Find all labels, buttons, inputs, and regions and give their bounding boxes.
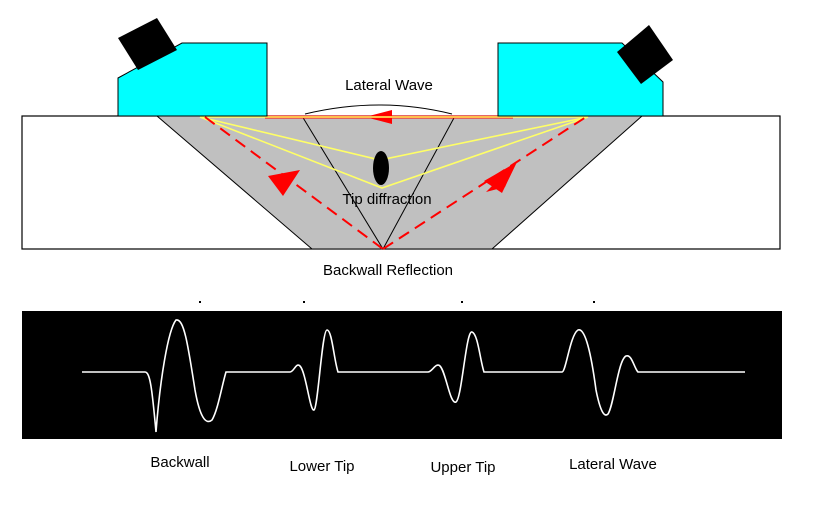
lateral-wave-label: Lateral Wave	[345, 77, 433, 94]
scope-tick-marks	[199, 301, 595, 303]
receiver-crystal	[617, 25, 673, 84]
backwall-rays	[204, 116, 587, 250]
lower-tip-signal-label: Lower Tip	[289, 458, 354, 475]
lateral-wave-arc	[304, 104, 453, 115]
receiver-probe	[497, 42, 664, 117]
beam-edge-left	[301, 115, 384, 250]
lateral-wave-signal-label: Lateral Wave	[569, 456, 657, 473]
tip-diffraction-label: Tip diffraction	[342, 191, 431, 208]
transmitter-crystal	[118, 18, 177, 70]
backwall-signal-label: Backwall	[150, 454, 209, 471]
backwall-ray-arrow-left	[268, 170, 300, 196]
signal-trace	[82, 319, 745, 433]
defect	[373, 151, 389, 185]
beam-edge-right	[382, 115, 456, 250]
backwall-ray-arrow-right-fill	[484, 162, 517, 193]
scope-display	[22, 311, 782, 439]
upper-tip-signal-label: Upper Tip	[430, 459, 495, 476]
backwall-reflection-label: Backwall Reflection	[323, 262, 453, 279]
